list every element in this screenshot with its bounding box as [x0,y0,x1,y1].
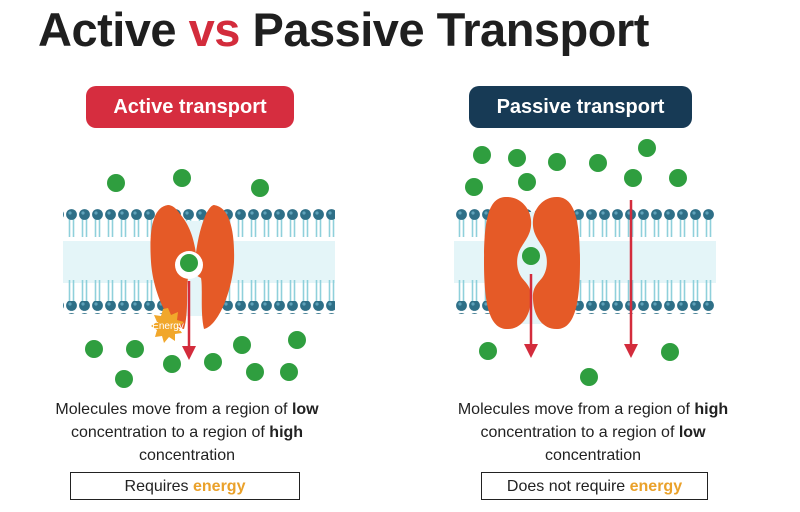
active-direction-arrow [182,281,196,360]
molecule [233,336,251,354]
no-energy-box: Does not require energy [481,472,708,500]
molecule [548,153,566,171]
molecule [251,179,269,197]
molecule [107,174,125,192]
title-active-word: Active [38,3,177,56]
passive-transport-label: Passive transport [469,86,692,128]
molecule [465,178,483,196]
molecule [115,370,133,388]
molecule-in-channel [180,254,198,272]
molecule [288,331,306,349]
passive-diffusion-arrow [624,200,638,358]
molecule [204,353,222,371]
active-carrier-protein [150,205,235,329]
molecule [173,169,191,187]
title-passive-word: Passive Transport [252,3,649,56]
molecule-in-channel [522,247,540,265]
requires-energy-box: Requires energy [70,472,300,500]
molecule [85,340,103,358]
molecule [518,173,536,191]
molecule [669,169,687,187]
molecule [280,363,298,381]
active-molecules [85,169,306,388]
molecule [624,169,642,187]
molecule [508,149,526,167]
molecule [589,154,607,172]
molecule [126,340,144,358]
active-description: Molecules move from a region of low conc… [55,401,319,464]
energy-badge-label: Energy [152,321,184,332]
energy-icon: Energy [151,308,184,343]
title-vs-word: vs [188,3,241,56]
passive-channel-protein [484,196,580,330]
molecule [163,355,181,373]
molecule [661,343,679,361]
molecule [580,368,598,386]
molecule [246,363,264,381]
molecule [479,342,497,360]
molecule [473,146,491,164]
active-transport-label: Active transport [86,86,294,128]
passive-description: Molecules move from a region of high con… [457,401,729,464]
molecule [638,139,656,157]
passive-channel-arrow [524,274,538,358]
passive-molecules [465,139,687,386]
page-title: Active vs Passive Transport [38,2,649,57]
